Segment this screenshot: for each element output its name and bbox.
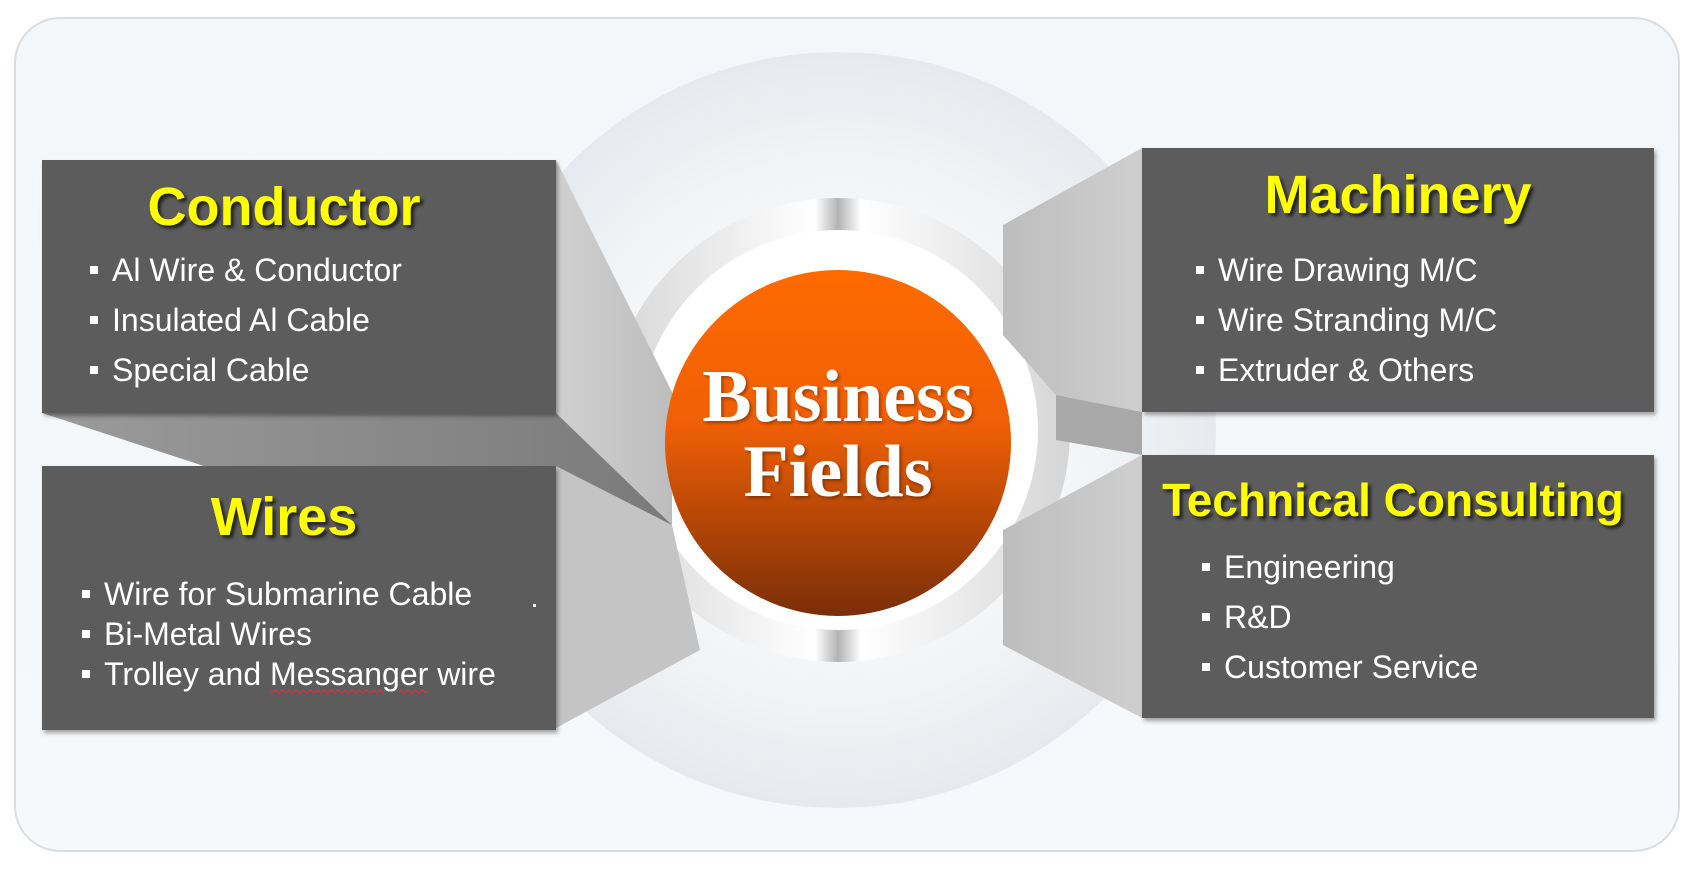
list-item-text: Insulated Al Cable bbox=[112, 302, 370, 338]
list-item-text: Engineering bbox=[1224, 549, 1395, 585]
wires-box: Wires Wire for Submarine Cable Bi-Metal … bbox=[42, 466, 556, 730]
conductor-box: Conductor Al Wire & Conductor Insulated … bbox=[42, 160, 556, 413]
bullet-icon bbox=[1202, 663, 1210, 671]
list-item-text: R&D bbox=[1224, 599, 1292, 635]
bullet-icon bbox=[90, 366, 98, 374]
consulting-box: Technical Consulting Engineering R&D Cus… bbox=[1142, 455, 1654, 718]
bullet-icon bbox=[1202, 563, 1210, 571]
list-item: Wire for Submarine Cable bbox=[82, 576, 496, 616]
bullet-icon bbox=[1196, 366, 1204, 374]
list-item: Customer Service bbox=[1202, 649, 1478, 699]
list-item: Extruder & Others bbox=[1196, 352, 1497, 402]
bullet-icon bbox=[1196, 316, 1204, 324]
wires-title: Wires bbox=[210, 487, 358, 547]
list-item: Bi-Metal Wires bbox=[82, 616, 496, 656]
list-item-text-tail: wire bbox=[428, 656, 496, 692]
conductor-title: Conductor bbox=[147, 177, 421, 237]
center-label-line2: Fields bbox=[743, 431, 933, 514]
list-item: Special Cable bbox=[90, 352, 402, 402]
center-label: Business Fields bbox=[668, 356, 1008, 514]
wires-connector bbox=[556, 466, 700, 728]
list-item-text: Special Cable bbox=[112, 352, 310, 388]
consulting-connector bbox=[1003, 455, 1142, 718]
bullet-icon bbox=[90, 316, 98, 324]
consulting-list: Engineering R&D Customer Service bbox=[1202, 549, 1478, 699]
list-item: R&D bbox=[1202, 599, 1478, 649]
list-item: Engineering bbox=[1202, 549, 1478, 599]
bullet-icon bbox=[82, 630, 90, 638]
conductor-connector bbox=[556, 160, 672, 525]
conductor-list: Al Wire & Conductor Insulated Al Cable S… bbox=[90, 252, 402, 402]
center-ball bbox=[665, 270, 1011, 616]
list-item: Trolley and Messanger wire bbox=[82, 656, 496, 696]
machinery-title: Machinery bbox=[1264, 165, 1532, 225]
bullet-icon bbox=[82, 590, 90, 598]
center-label-line1: Business bbox=[702, 356, 974, 438]
list-item: Wire Drawing M/C bbox=[1196, 252, 1497, 302]
list-item-text: Bi-Metal Wires bbox=[104, 616, 313, 652]
list-item: Insulated Al Cable bbox=[90, 302, 402, 352]
bullet-icon bbox=[1202, 613, 1210, 621]
machinery-box: Machinery Wire Drawing M/C Wire Strandin… bbox=[1142, 148, 1654, 412]
list-item: Wire Stranding M/C bbox=[1196, 302, 1497, 352]
list-item-text: Wire for Submarine Cable bbox=[104, 576, 473, 612]
wires-list: Wire for Submarine Cable Bi-Metal Wires … bbox=[82, 576, 496, 696]
bullet-icon bbox=[82, 670, 90, 678]
bullet-icon bbox=[1196, 266, 1204, 274]
list-item-text: Extruder & Others bbox=[1218, 352, 1475, 388]
machinery-list: Wire Drawing M/C Wire Stranding M/C Extr… bbox=[1196, 252, 1497, 402]
list-item-text: Trolley and bbox=[104, 656, 270, 692]
list-item-text: Al Wire & Conductor bbox=[112, 252, 402, 288]
bullet-icon bbox=[90, 266, 98, 274]
list-item-text: Wire Drawing M/C bbox=[1218, 252, 1478, 288]
machinery-connector bbox=[1003, 148, 1142, 412]
list-item-text: Wire Stranding M/C bbox=[1218, 302, 1498, 338]
stray-dot bbox=[533, 604, 536, 607]
list-item-text: Customer Service bbox=[1224, 649, 1479, 685]
machinery-connector-floor bbox=[1056, 395, 1142, 455]
consulting-title: Technical Consulting bbox=[1162, 474, 1624, 526]
list-item-text-misspelled: Messanger bbox=[270, 656, 429, 692]
list-item: Al Wire & Conductor bbox=[90, 252, 402, 302]
